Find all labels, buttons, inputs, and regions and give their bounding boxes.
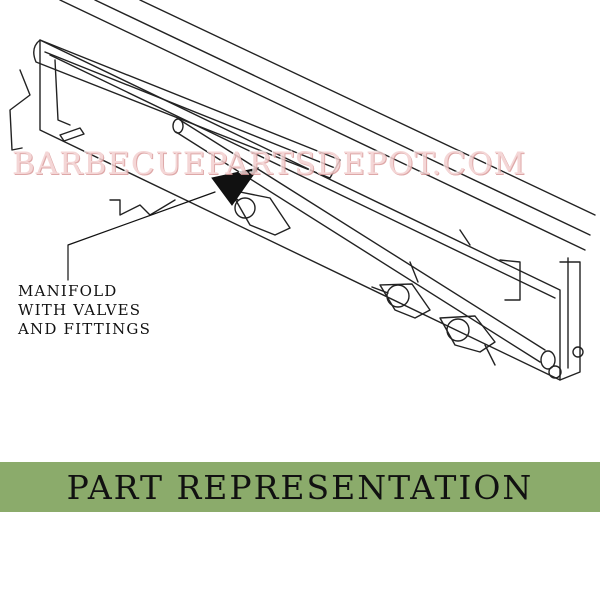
- part-representation-banner: PART REPRESENTATION: [0, 462, 600, 512]
- frame-rail-2: [94, 0, 591, 236]
- right-bolt: [548, 365, 562, 379]
- frame-top-rail: [59, 0, 586, 251]
- right-bolt-2: [572, 346, 584, 358]
- frame-inner-line: [49, 54, 556, 299]
- manifold-pipe-end: [172, 118, 184, 134]
- grill-manifold-drawing: [9, 0, 596, 381]
- heat-shield: [33, 39, 341, 179]
- valve-3: [439, 315, 496, 366]
- lower-bracket: [109, 199, 176, 216]
- valve-2: [371, 261, 431, 319]
- left-bracket-2: [54, 59, 71, 126]
- manifold-pipe-bottom: [175, 131, 541, 363]
- manifold-pipe-end-right: [540, 350, 556, 370]
- callout-label: MANIFOLD WITH VALVES AND FITTINGS: [18, 282, 198, 339]
- callout-arrow: [211, 167, 260, 206]
- watermark-text: BARBECUEPARTSDEPOT.COM: [12, 146, 527, 182]
- right-fitting: [459, 229, 521, 301]
- callout-leader: [67, 191, 216, 281]
- heat-shield-edge: [44, 51, 336, 169]
- callout-line-1: MANIFOLD: [18, 282, 118, 300]
- frame-rail-3: [139, 0, 596, 216]
- frame-right-post: [559, 261, 581, 381]
- left-slot: [59, 127, 85, 142]
- callout-line-2: WITH VALVES: [18, 301, 142, 319]
- callout-line-3: AND FITTINGS: [18, 320, 152, 338]
- manifold-pipe-top: [179, 119, 546, 351]
- left-bracket: [9, 69, 31, 151]
- banner-text: PART REPRESENTATION: [66, 467, 534, 507]
